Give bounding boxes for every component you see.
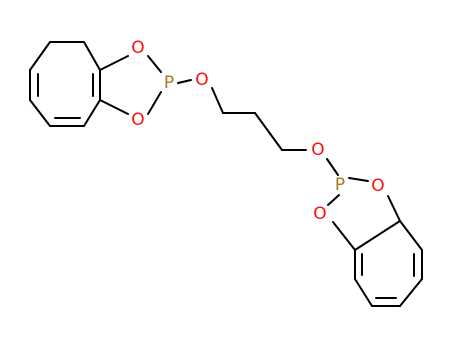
bond-line bbox=[99, 99, 129, 115]
bond-line bbox=[99, 55, 129, 71]
bond-line bbox=[147, 55, 162, 73]
phosphorus-atom-label: P bbox=[164, 73, 174, 93]
oxygen-atom-label: O bbox=[313, 204, 326, 224]
oxygen-atom-label: O bbox=[131, 110, 144, 130]
bond-line bbox=[387, 195, 401, 222]
bond-line bbox=[326, 158, 339, 176]
bond-line bbox=[29, 41, 51, 71]
bond-line bbox=[83, 41, 101, 71]
oxygen-atom-label: O bbox=[131, 38, 144, 58]
oxygen-atom-label: O bbox=[195, 70, 208, 90]
propane-linker bbox=[177, 79, 339, 176]
lower-dioxaphosphole-ring bbox=[327, 177, 401, 251]
upper-benzene-ring bbox=[29, 41, 101, 127]
bond-line bbox=[399, 220, 423, 251]
oxygen-atom-label: O bbox=[371, 176, 384, 196]
bond-line bbox=[354, 220, 401, 251]
bond-line bbox=[177, 79, 192, 84]
bond-line bbox=[332, 221, 356, 251]
bond-line bbox=[327, 194, 340, 206]
bond-line bbox=[399, 278, 423, 307]
bond-line bbox=[83, 99, 101, 127]
bond-line bbox=[147, 91, 162, 115]
lower-benzene-ring bbox=[354, 220, 423, 307]
phosphorus-atom-label: P bbox=[335, 175, 345, 195]
bond-line bbox=[354, 278, 373, 307]
upper-dioxaphosphole-ring bbox=[99, 55, 162, 115]
bond-line bbox=[29, 99, 51, 127]
oxygen-atom-label: O bbox=[311, 140, 324, 160]
bond-line bbox=[211, 87, 224, 114]
bond-line bbox=[254, 112, 283, 151]
bond-line bbox=[348, 177, 369, 182]
